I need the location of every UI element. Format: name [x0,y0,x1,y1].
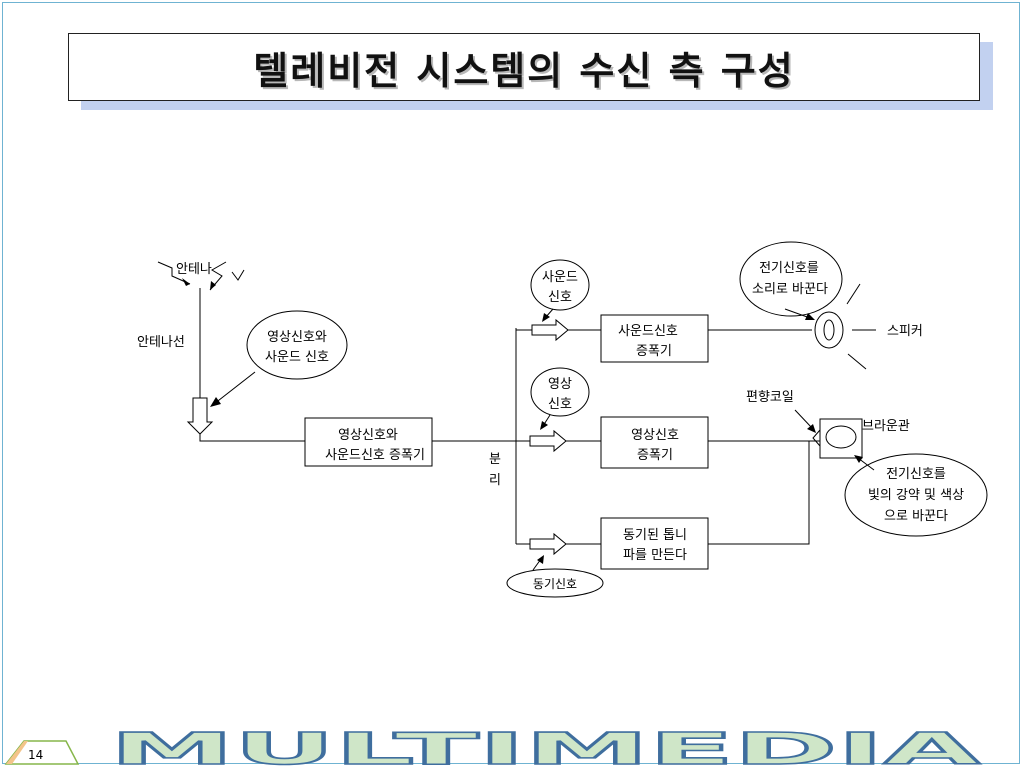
bubble-speaker [739,241,843,317]
bubble-sync-arrow-icon [537,555,544,564]
bubble-sync-signal [506,568,604,598]
lightning-left-icon [157,261,191,285]
branch-sound-arrow-icon [531,318,569,342]
bubble-av-line1: 영상신호와 [267,330,327,345]
speaker-label: 스피커 [887,324,923,339]
lightning-right-icon [209,261,227,291]
sound-amplifier-box [600,314,709,363]
bubble-speaker-pointer [784,308,811,319]
bubble-speaker-arrow-icon [805,313,815,320]
av-amplifier-box [304,417,433,467]
bubble-crt-arrow-icon [854,455,863,463]
bubble-av-line2: 사운드 신호 [265,350,329,365]
bubble-video-line2: 신호 [548,397,572,412]
sync-sawtooth-box [600,517,709,570]
speaker-cone-icon [823,319,835,341]
separation-label-1: 분 [489,452,501,467]
bubble-sound-line2: 신호 [548,290,572,305]
deflection-coil-label: 편향코일 [746,390,794,405]
bubble-av-pointer [213,371,256,405]
page-tab-accent [6,741,28,764]
crt-screen-icon [825,425,857,449]
deflection-coil-arrow-icon [807,424,816,433]
bubble-crt-line3: 으로 바꾼다 [884,509,948,524]
down-arrow-icon [186,397,214,435]
bubble-speaker-line2: 소리로 바꾼다 [752,282,828,297]
page-number: 14 [28,748,43,762]
wire-sync-to-crt [708,441,810,545]
bubble-video-arrow-icon [540,421,548,430]
signal-zigzag-icon [231,269,245,281]
bubble-sound-signal [530,259,590,311]
av-amp-line2: 사운드신호 증폭기 [325,448,425,463]
speaker-wave-bottom-icon [847,353,867,370]
bubble-crt [844,453,988,537]
bubble-av-signal [246,310,348,380]
bubble-video-line1: 영상 [548,377,572,392]
speaker-wave-top-icon [846,283,861,305]
branch-video-arrow-icon [529,429,567,453]
deflection-coil-pointer [794,409,813,429]
sound-amp-line1: 사운드신호 [618,324,678,339]
antenna-label: 안테나 [176,262,212,277]
bubble-sound-arrow-icon [542,313,550,322]
slide-title: 텔레비전 시스템의 수신 측 구성 [253,48,795,93]
bubble-sync-label: 동기신호 [533,577,577,591]
crt-neck-icon [812,429,821,447]
lightning-left-arrow-icon [182,278,190,286]
bubble-crt-line2: 빛의 강약 및 색상 [868,488,964,503]
multimedia-logo: MULTIMEDIA [110,724,980,768]
bubble-sound-line1: 사운드 [542,270,578,285]
bubble-av-arrow-icon [210,397,221,407]
speaker-icon [814,311,844,349]
branch-sync-arrow-icon [529,532,567,556]
lightning-right-arrow-icon [210,281,216,290]
av-amp-line1: 영상신호와 [338,428,398,443]
bubble-crt-line1: 전기신호를 [886,467,946,482]
crt-label: 브라운관 [862,419,910,434]
bubble-speaker-line1: 전기신호를 [759,261,819,276]
video-amp-line2: 증폭기 [637,448,673,463]
separation-label-2: 리 [489,473,501,488]
bubble-video-signal [530,367,590,417]
sound-amp-line2: 증폭기 [636,344,672,359]
title-box: 텔레비전 시스템의 수신 측 구성 [68,33,980,101]
video-amplifier-box [600,416,709,469]
wire-to-av-amp [199,434,305,442]
video-amp-line1: 영상신호 [631,428,679,443]
sync-gen-line2: 파를 만든다 [623,548,687,563]
antenna-line-label: 안테나선 [137,335,185,350]
sync-gen-line1: 동기된 톱니 [623,528,687,543]
